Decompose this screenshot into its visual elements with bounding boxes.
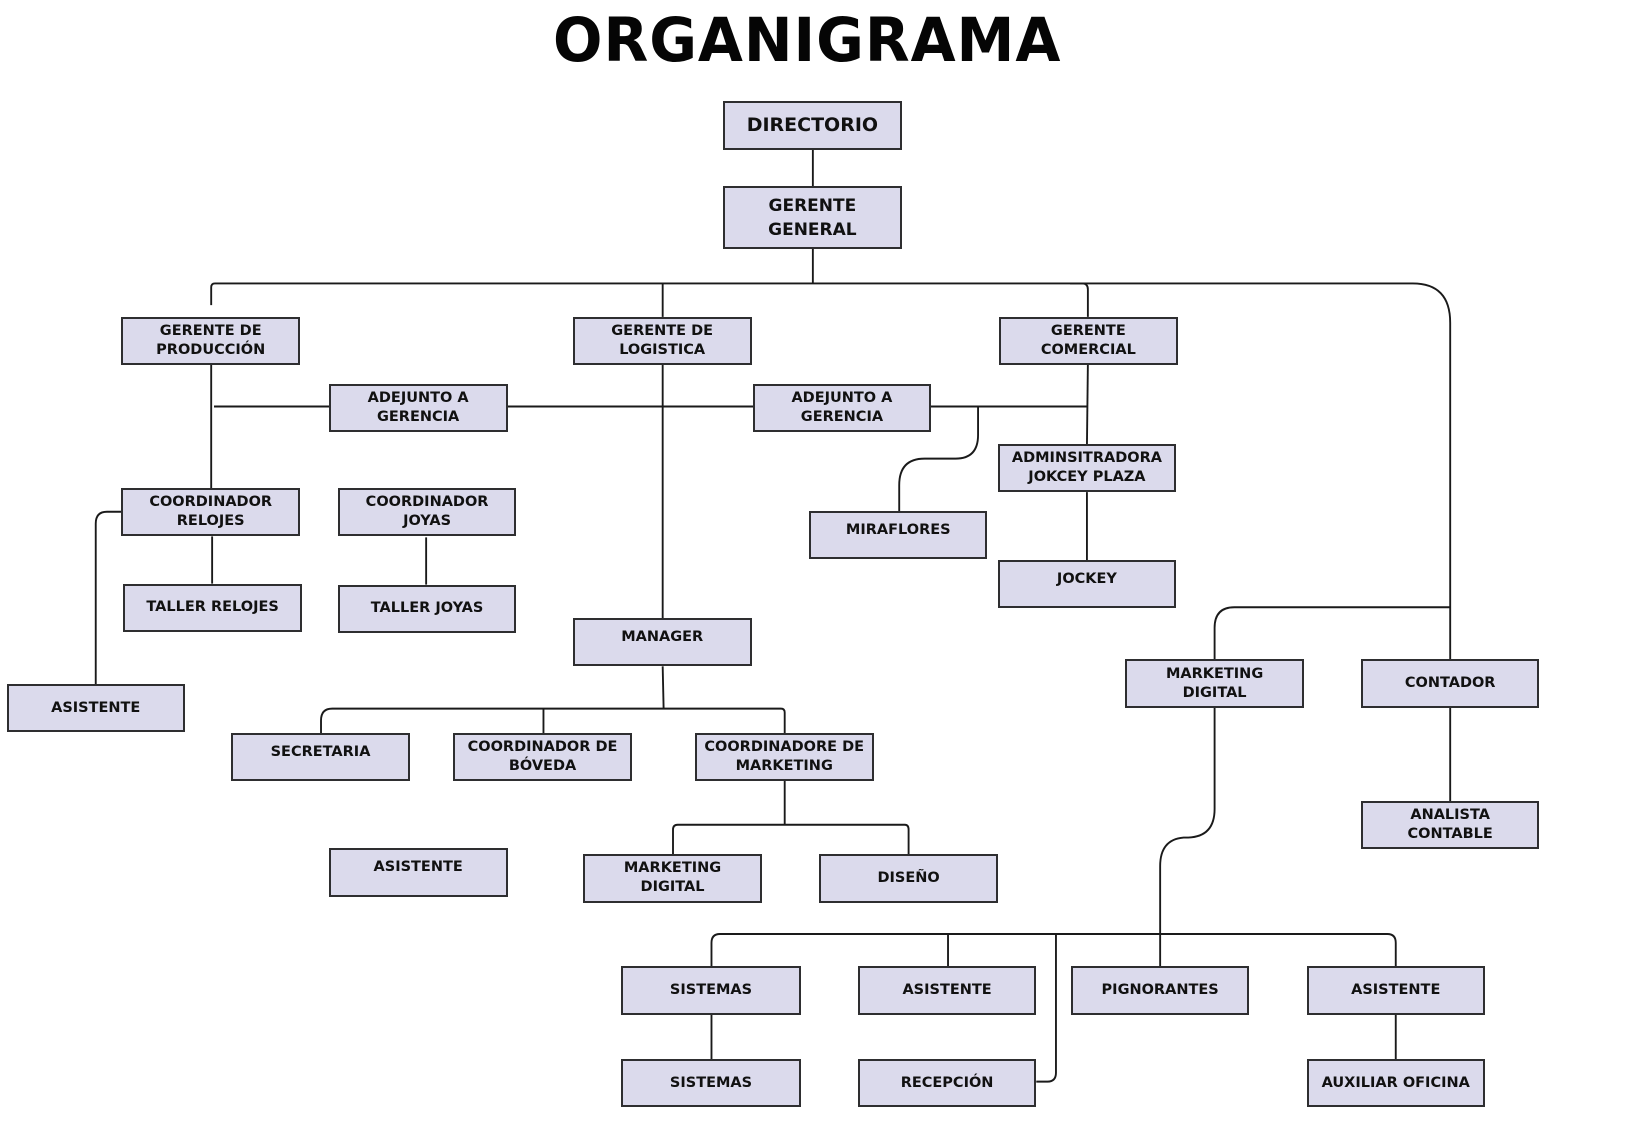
node-asistente-1[interactable]: ASISTENTE	[857, 966, 1037, 1015]
node-analista-contable[interactable]: ANALISTA CONTABLE	[1361, 801, 1540, 850]
lower-bus	[710, 933, 1397, 967]
link-bus-recepcion	[1036, 934, 1057, 1083]
node-asistente-manager[interactable]: ASISTENTE	[328, 848, 508, 897]
node-administradora-jockey[interactable]: ADMINSITRADORA JOKCEY PLAZA	[997, 443, 1177, 493]
link-mkt-lower	[1159, 706, 1216, 967]
node-coordinador-boveda[interactable]: COORDINADOR DE BÓVEDA	[453, 733, 632, 782]
node-jockey[interactable]: JOCKEY	[997, 560, 1177, 609]
node-gerente-general[interactable]: GERENTE GENERAL	[722, 186, 903, 249]
node-pignorantes[interactable]: PIGNORANTES	[1070, 966, 1250, 1015]
node-gerente-logistica[interactable]: GERENTE DE LOGISTICA	[572, 316, 752, 366]
link-adjunto2-miraflores	[898, 406, 979, 512]
node-diseno[interactable]: DISEÑO	[819, 854, 998, 903]
node-gerente-produccion[interactable]: GERENTE DE PRODUCCIÓN	[121, 316, 301, 366]
node-marketing-digital-comercial[interactable]: MARKETING DIGITAL	[1125, 659, 1304, 708]
chart-title: ORGANIGRAMA	[553, 4, 1062, 76]
link-comercial-admin	[1086, 364, 1089, 445]
link-manager-bus	[661, 666, 665, 709]
node-adjunto-gerencia-2[interactable]: ADEJUNTO A GERENCIA	[752, 383, 932, 433]
node-directorio[interactable]: DIRECTORIO	[722, 101, 903, 150]
node-sistemas-1[interactable]: SISTEMAS	[621, 966, 801, 1015]
node-sistemas-2[interactable]: SISTEMAS	[621, 1059, 801, 1108]
link-bus-contador-mkt	[1213, 606, 1451, 660]
node-asistente-2[interactable]: ASISTENTE	[1306, 966, 1485, 1015]
link-coordrelojes-asistente	[94, 510, 122, 685]
node-recepcion[interactable]: RECEPCIÓN	[857, 1059, 1037, 1108]
node-contador[interactable]: CONTADOR	[1361, 659, 1540, 708]
node-coordinador-joyas[interactable]: COORDINADOR JOYAS	[337, 488, 517, 537]
link-bus-comercial	[1070, 282, 1089, 317]
manager-bus	[320, 707, 786, 734]
node-marketing-digital-logistica[interactable]: MARKETING DIGITAL	[582, 854, 763, 903]
node-manager[interactable]: MANAGER	[572, 618, 752, 667]
coordmkt-bus	[672, 823, 910, 855]
node-asistente-relojes[interactable]: ASISTENTE	[6, 684, 185, 733]
node-adjunto-gerencia-1[interactable]: ADEJUNTO A GERENCIA	[328, 383, 508, 433]
node-secretaria[interactable]: SECRETARIA	[230, 733, 411, 782]
node-gerente-comercial[interactable]: GERENTE COMERCIAL	[998, 316, 1178, 366]
node-miraflores[interactable]: MIRAFLORES	[809, 510, 988, 560]
node-taller-relojes[interactable]: TALLER RELOJES	[122, 583, 303, 632]
node-coordinador-relojes[interactable]: COORDINADOR RELOJES	[121, 488, 301, 537]
node-coordinadore-marketing[interactable]: COORDINADORE DE MARKETING	[694, 733, 874, 782]
node-auxiliar-oficina[interactable]: AUXILIAR OFICINA	[1306, 1059, 1485, 1108]
node-taller-joyas[interactable]: TALLER JOYAS	[337, 584, 517, 633]
main-bus	[210, 282, 1452, 660]
